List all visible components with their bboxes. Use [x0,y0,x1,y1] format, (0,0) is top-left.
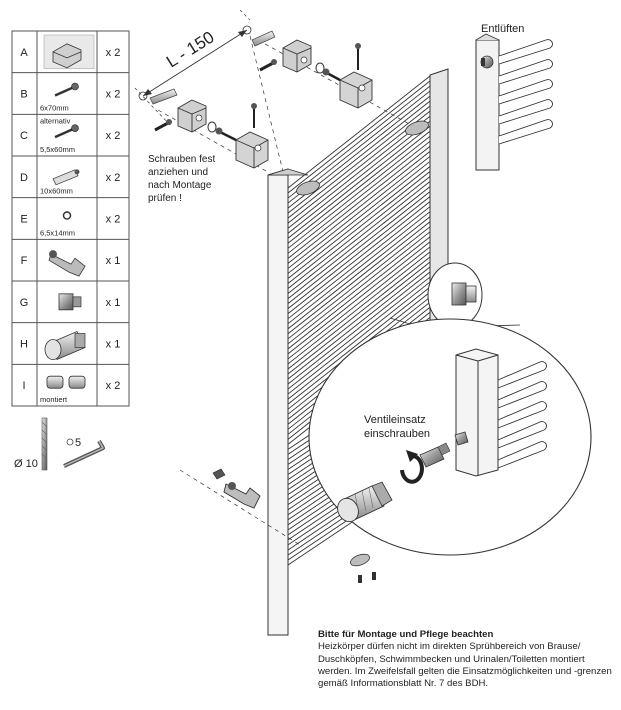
part-quantity: x 1 [106,297,121,309]
part-letter: C [20,130,28,142]
part-size: 6x70mm [40,103,69,112]
note-heading: Bitte für Montage und Pflege beachten [318,629,494,640]
screw-icon [251,103,257,128]
valve-detail-callout [308,317,592,556]
upper-wall-fixings [149,30,373,169]
vent-valve-icon [480,55,494,69]
part-letter: G [20,297,29,309]
washer-icon [207,121,217,133]
washer-icon [62,211,72,220]
drill-bit-icon [41,417,48,471]
washer-icon [315,62,325,74]
wall-plug-icon [149,88,178,105]
part-letter: E [20,214,27,226]
valve-detail-icon [451,282,477,306]
wall-bracket-icon [339,71,373,109]
hex-key-icon [63,440,105,468]
valve-insert-icon [58,293,82,311]
screw-icon [54,124,79,139]
part-size: 10x60mm [40,187,73,196]
part-size: montiert [40,395,68,404]
screw-icon [215,127,237,142]
instruction-screws-text: Schrauben fest anziehen und nach Montage… [148,154,218,204]
part-letter: I [22,380,25,392]
valve-instruction-text: Ventileinsatz einschrauben [364,414,430,440]
hex-size-symbol [66,438,74,446]
wall-bracket-icon [177,99,207,133]
part-quantity: x 2 [106,214,121,226]
thermostat-head-icon [337,481,393,523]
part-quantity: x 2 [106,130,121,142]
installation-note: Bitte für Montage und Pflege beachten He… [318,629,614,690]
bottom-bracket-icon [48,250,86,277]
dimension-label: L - 150 [163,28,217,72]
screw-icon [212,468,226,480]
vent-inset [475,33,553,171]
rotate-arrow-icon [400,450,424,484]
wall-plug-icon [52,169,80,186]
screw-icon [54,82,79,97]
thermostat-head-icon [44,330,86,361]
screw-icon [322,68,341,82]
screw-icon [259,59,277,72]
part-letter: F [21,255,28,267]
cap-icon [46,375,86,389]
vent-label: Entlüften [481,23,524,35]
screw-icon [355,43,361,70]
valve-insert-icon [419,431,469,468]
part-quantity: x 1 [106,339,121,351]
drill-size-label: Ø 10 [14,458,38,470]
part-letter: D [20,172,28,184]
part-quantity: x 2 [106,380,121,392]
part-size: 5,5x60mm [40,145,75,154]
part-quantity: x 1 [106,255,121,267]
note-body: Heizkörper dürfen nicht im direkten Sprü… [318,641,612,690]
part-quantity: x 2 [106,172,121,184]
screw-icon [154,119,172,132]
wall-bracket-icon [282,39,312,73]
wall-bracket-icon [235,131,269,169]
part-note: alternativ [40,116,71,125]
hex-key-size-label: 5 [75,437,81,449]
part-quantity: x 2 [106,89,121,101]
part-size: 6,5x14mm [40,228,75,237]
part-letter: B [20,89,27,101]
wall-plug-icon [251,30,276,47]
part-letter: A [20,47,28,59]
bottom-bracket-icon [223,482,261,509]
wall-bracket-icon [43,34,95,69]
part-quantity: x 2 [106,47,121,59]
lower-wall-fixing [179,468,301,546]
part-letter: H [20,339,28,351]
